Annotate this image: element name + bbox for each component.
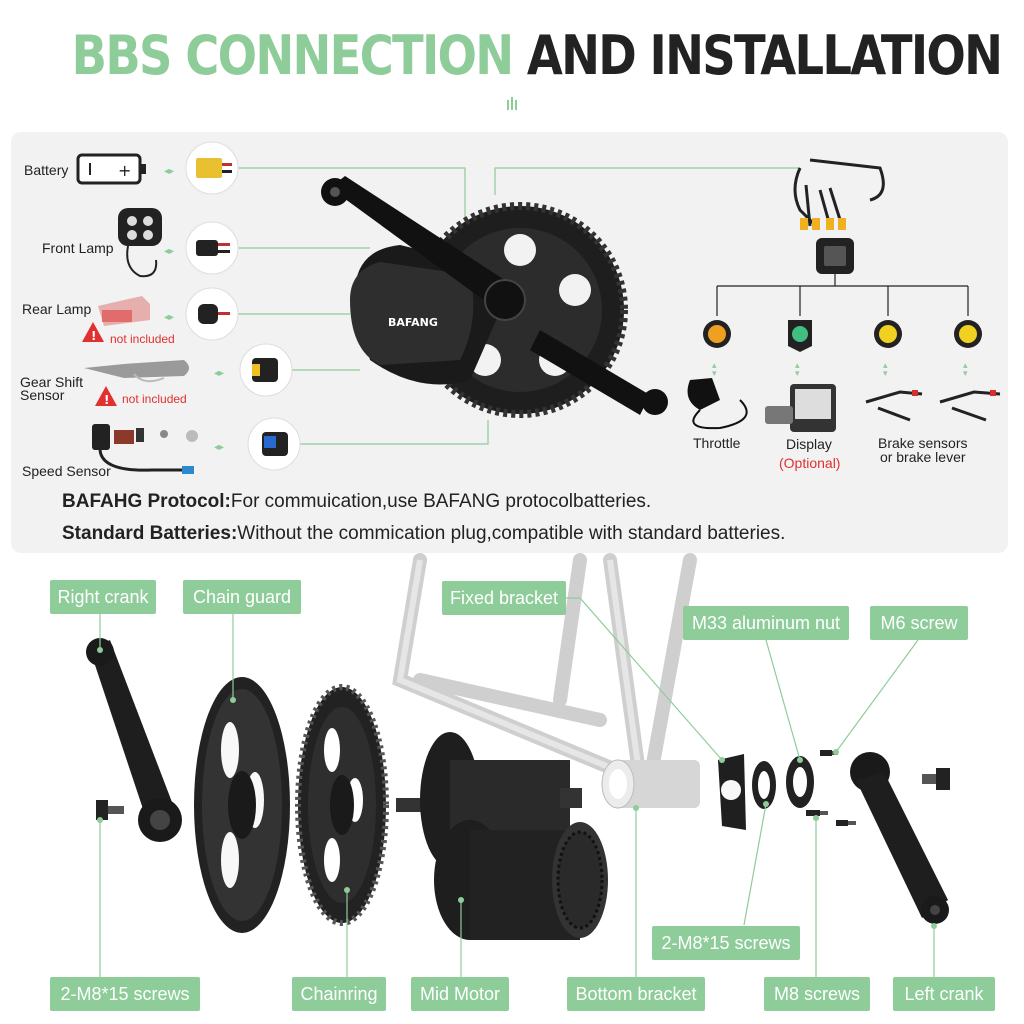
svg-text:BAFANG: BAFANG (388, 316, 438, 329)
warning-icon: ! (95, 386, 117, 407)
page-title: BBS CONNECTION AND INSTALLATION (71, 24, 1003, 87)
rear-lamp-icon (98, 296, 150, 326)
rear-lamp-label: Rear Lamp (22, 301, 92, 317)
tag-chainring: Chainring (292, 977, 386, 1011)
display-label: Display (786, 436, 832, 452)
tag-m8x15-screws-left: 2-M8*15 screws (50, 977, 200, 1011)
gear-shift-connector-icon (239, 343, 293, 397)
gear-shift-note: not included (122, 392, 187, 406)
brake-cable-icons (912, 390, 996, 396)
throttle-connector-icon (703, 320, 731, 348)
bafang-motor-icon: BAFANG (321, 176, 668, 418)
svg-text:▴: ▴ (795, 361, 800, 371)
crank-bolt-icon (96, 800, 124, 820)
speed-sensor-connector-icon (247, 417, 301, 471)
leader-lines (99, 597, 935, 977)
left-crank-icon (850, 752, 949, 924)
svg-text:!: ! (91, 329, 96, 343)
warning-icon: ! (82, 322, 104, 343)
svg-text:▾: ▾ (963, 369, 968, 379)
bike-frame-highlight (396, 559, 643, 783)
svg-text:+: + (118, 161, 131, 180)
battery-label: Battery (24, 162, 69, 178)
title-rest: AND INSTALLATION (526, 24, 1003, 87)
svg-text:◂▸: ◂▸ (214, 442, 224, 453)
front-lamp-label: Front Lamp (42, 240, 114, 256)
tag-bottom-bracket: Bottom bracket (567, 977, 705, 1011)
tag-m8x15-screws-right: 2-M8*15 screws (652, 926, 800, 960)
harness-connectors (800, 218, 846, 230)
throttle-label: Throttle (693, 435, 741, 451)
tag-chain-guard: Chain guard (183, 580, 301, 614)
svg-text:!: ! (104, 393, 109, 407)
connection-lines (237, 167, 800, 445)
title-accent-icon (507, 97, 517, 110)
protocol-text: For commuication,use BAFANG protocolbatt… (230, 491, 652, 512)
fixed-bracket-icon (718, 754, 746, 830)
protocol-line: BAFAHG Protocol:For commuication,use BAF… (62, 491, 651, 513)
front-lamp-icon (118, 208, 162, 278)
svg-text:▴: ▴ (963, 361, 968, 371)
crank-bolt-icon (922, 768, 950, 790)
tag-left-crank: Left crank (893, 977, 995, 1011)
tag-m33-nut: M33 aluminum nut (683, 606, 849, 640)
display-icon (765, 384, 836, 432)
control-tree-lines (716, 274, 969, 316)
arrow-icons: ▴▾ ▴▾ ▴▾ ▴▾ (712, 361, 968, 379)
svg-text:▴: ▴ (883, 361, 888, 371)
brake-connector-icon (874, 320, 902, 348)
tag-fixed-bracket: Fixed bracket (442, 581, 566, 615)
battery-connector-icon (185, 141, 239, 195)
connection-diagram: ◂▸ ◂▸ ◂▸ ◂▸ ◂▸ + ! ! (76, 141, 1001, 474)
rear-lamp-connector-icon (185, 287, 239, 341)
brake-connector-icon (954, 320, 982, 348)
speed-sensor-label: Speed Sensor (22, 463, 111, 479)
bottom-bracket-icon (601, 759, 700, 809)
gear-shift-sensor-icon (84, 360, 189, 383)
arrow-icons: ◂▸ ◂▸ ◂▸ ◂▸ ◂▸ (164, 166, 224, 453)
throttle-icon (687, 378, 748, 430)
tag-m6-screw: M6 screw (870, 606, 968, 640)
standard-battery-line: Standard Batteries:Without the commicati… (62, 523, 785, 545)
svg-text:▴: ▴ (712, 361, 717, 371)
display-connector-icon (788, 320, 812, 352)
speed-sensor-icon (92, 424, 198, 474)
protocol-title: BAFAHG Protocol: (62, 491, 231, 512)
svg-text:◂▸: ◂▸ (164, 166, 174, 177)
svg-text:▾: ▾ (795, 369, 800, 379)
svg-text:▾: ▾ (883, 369, 888, 379)
leader-dots (97, 647, 937, 929)
front-lamp-connector-icon (185, 221, 239, 275)
controller-plug-icon (816, 238, 854, 274)
standard-battery-text: Without the commication plug,compatible … (237, 523, 786, 544)
svg-text:◂▸: ◂▸ (214, 368, 224, 379)
display-optional-label: (Optional) (779, 455, 841, 471)
chain-guard-icon (194, 677, 290, 933)
mid-motor-icon (396, 732, 608, 940)
tag-right-crank: Right crank (50, 580, 156, 614)
brake-label: Brake sensors or brake lever (878, 435, 968, 465)
title-highlight: BBS CONNECTION (71, 24, 514, 87)
tag-mid-motor: Mid Motor (411, 977, 509, 1011)
tag-m8-screws: M8 screws (764, 977, 870, 1011)
svg-text:▾: ▾ (712, 369, 717, 379)
gear-shift-label: Gear Shift Sensor (20, 374, 84, 403)
rear-lamp-note: not included (110, 332, 175, 346)
svg-text:◂▸: ◂▸ (164, 246, 174, 257)
svg-text:◂▸: ◂▸ (164, 312, 174, 323)
m33-nut-icon (752, 756, 814, 809)
battery-icon: + (76, 153, 146, 185)
standard-battery-title: Standard Batteries: (62, 523, 238, 544)
chainring-icon (295, 684, 389, 926)
